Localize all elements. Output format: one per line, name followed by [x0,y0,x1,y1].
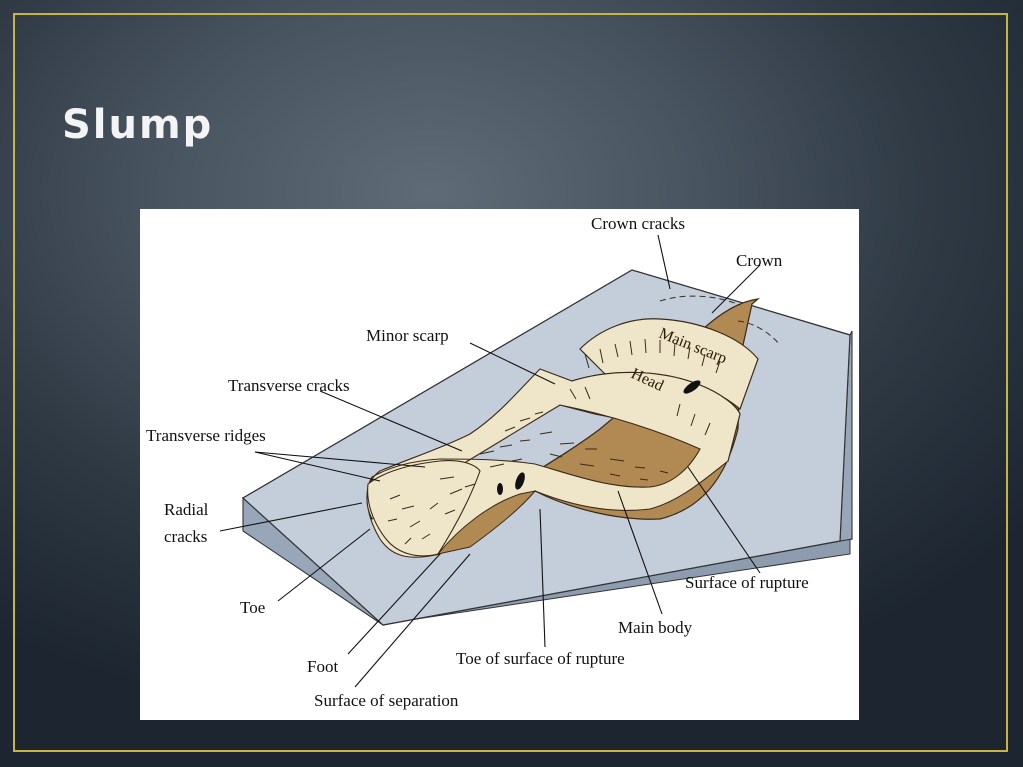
label-surface-of-separation: Surface of separation [314,691,459,710]
label-radial-line2: cracks [164,527,207,546]
label-transverse-ridges: Transverse ridges [146,426,266,445]
label-toe-of-surface-of-rupture: Toe of surface of rupture [456,649,625,668]
label-crown-cracks: Crown cracks [591,214,685,233]
label-minor-scarp: Minor scarp [366,326,449,345]
foot-edge-shape [436,490,537,555]
label-foot: Foot [307,657,338,676]
label-transverse-cracks: Transverse cracks [228,376,350,395]
slide-frame [13,13,1008,752]
leader-lines [219,234,761,688]
slide-title: Slump [62,102,214,148]
label-crown: Crown [736,251,783,270]
crown-crack-dashes [659,295,781,346]
label-radial-line1: Radial [164,500,209,519]
label-main-body: Main body [618,618,693,637]
ground-block [241,269,853,627]
outer-labels: Crown cracks Crown Minor scarp Transvers… [146,214,809,710]
label-toe: Toe [240,598,265,617]
blob-marks [497,380,701,495]
toe-lobe-shape [367,460,481,557]
label-surface-of-rupture: Surface of rupture [685,573,809,592]
crack-texture [387,338,721,545]
slump-diagram: Main scarp Head Crown cracks Crown Minor… [140,209,859,720]
